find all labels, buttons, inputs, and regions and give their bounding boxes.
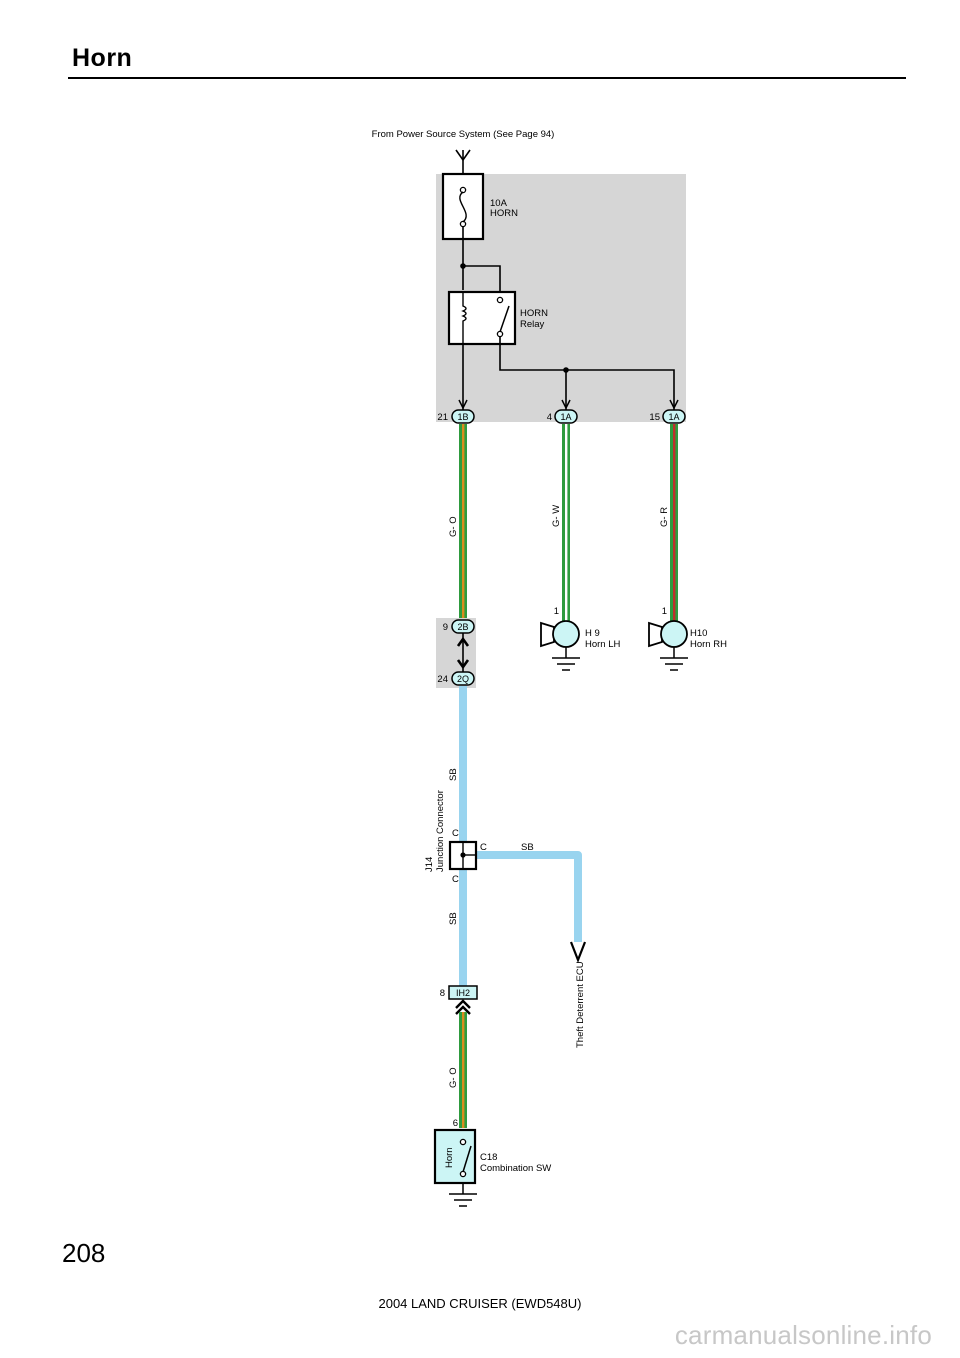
connector-2b-arrow (456, 636, 470, 647)
relay-feed-wire (463, 265, 501, 298)
relay-coil-icon (461, 292, 467, 344)
relay-switch-blade (499, 305, 510, 333)
theft-ecu-arrow (569, 941, 587, 964)
horn-lh-body[interactable] (552, 620, 580, 648)
connector-2b-pin: 9 (443, 622, 448, 633)
connector-1a-rh-code: 1A (668, 412, 679, 422)
connector-ih2[interactable] (448, 985, 478, 1000)
footer-model: 2004 LAND CRUISER (EWD548U) (378, 1296, 582, 1311)
connector-2q-code: 2Q (457, 674, 469, 684)
wire-go-bottom-stripe (462, 1012, 465, 1128)
fuse-name: HORN (490, 208, 518, 219)
connector-1a-rh[interactable] (662, 409, 686, 424)
page-title: Horn (72, 44, 133, 72)
power-source-label: From Power Source System (See Page 94) (372, 129, 555, 140)
relay-output-junction-dot (563, 367, 569, 373)
wire-label-go-top: G- O (448, 516, 459, 537)
connector-1a-lh[interactable] (554, 409, 578, 424)
fuse-element-icon (459, 191, 467, 223)
horn-rh-pin: 1 (662, 606, 667, 617)
wire-arrow-1a-rh (669, 399, 679, 410)
wire-gr-stripe (673, 424, 676, 622)
horn-rh-id: H10 (690, 628, 707, 639)
horn-lh-id: H 9 (585, 628, 600, 639)
wire-label-sb-upper: SB (448, 768, 459, 781)
j14-terminal-top: C (452, 828, 459, 839)
wire-label-gr: G- R (659, 507, 670, 527)
relay-contact-top (496, 296, 504, 304)
page-number: 208 (62, 1238, 106, 1268)
fuse-terminal-top (459, 186, 467, 194)
relay-contact-bottom (496, 330, 504, 338)
relay-box[interactable] (447, 290, 517, 346)
connector-1b-pin: 21 (437, 412, 448, 423)
combination-sw-contact-top (459, 1138, 467, 1146)
watermark[interactable]: carmanualsonline.info (674, 1320, 932, 1350)
connector-1a-rh-pin: 15 (649, 412, 660, 423)
connector-2q[interactable] (451, 671, 475, 686)
wire-sb-lower (459, 870, 467, 986)
connector-1a-lh-pin: 4 (547, 412, 552, 423)
relay-feed-junction-dot (460, 263, 466, 269)
relay-type: Relay (520, 319, 545, 330)
connector-2b-code: 2B (457, 622, 468, 632)
horn-lh-pin: 1 (554, 606, 559, 617)
connector-ih2-code: IH2 (456, 988, 470, 998)
j14-junction-dot (460, 852, 466, 858)
connector-1b[interactable] (451, 409, 475, 424)
combination-sw-name: Combination SW (480, 1163, 551, 1174)
wire-sb-right (476, 851, 582, 942)
fuse-terminal-bottom (459, 220, 467, 228)
combination-sw-id: C18 (480, 1152, 497, 1163)
wire-arrow-1b (458, 399, 468, 410)
j14-terminal-bottom: C (452, 874, 459, 885)
combination-sw-blade (462, 1145, 472, 1173)
connector-1b-code: 1B (457, 412, 468, 422)
horn-lh-name: Horn LH (585, 639, 621, 650)
fuse-rating: 10A (490, 198, 508, 209)
combination-sw-switch-label: Horn (444, 1147, 455, 1168)
connector-1a-lh-code: 1A (560, 412, 571, 422)
wire-label-gw: G- W (551, 505, 562, 527)
wire-arrow-1a-lh (561, 399, 571, 410)
connector-2q-arrow (456, 659, 470, 670)
combination-sw-box[interactable] (433, 1128, 477, 1185)
relay-output-bus-wire (499, 336, 675, 410)
connector-2q-pin: 24 (437, 674, 448, 685)
j14-name: Junction Connector (435, 790, 446, 872)
wire-label-sb-right: SB (521, 842, 534, 853)
wire-label-sb-lower: SB (448, 912, 459, 925)
wire-sb-upper (459, 686, 467, 842)
combination-sw-pin: 6 (453, 1118, 458, 1129)
horn-rh-icon[interactable] (648, 621, 663, 648)
connector-ih2-arrow-2 (455, 1005, 471, 1015)
j14-terminal-right: C (480, 842, 487, 853)
horn-rh-name: Horn RH (690, 639, 727, 650)
j14-id: J14 (424, 857, 435, 872)
wire-label-go-bottom: G- O (448, 1067, 459, 1088)
connector-ih2-arrow-1 (455, 999, 471, 1009)
wire-go-top-stripe (462, 424, 465, 618)
horn-lh-icon[interactable] (540, 621, 555, 648)
title-rule (68, 77, 906, 79)
wire-gw-stripe (565, 424, 568, 622)
combination-sw-contact-bottom (459, 1170, 467, 1178)
connector-ih2-pin: 8 (440, 988, 445, 999)
horn-rh-body[interactable] (660, 620, 688, 648)
theft-ecu-label: Theft Deterrent ECU (575, 961, 586, 1048)
relay-name: HORN (520, 308, 548, 319)
